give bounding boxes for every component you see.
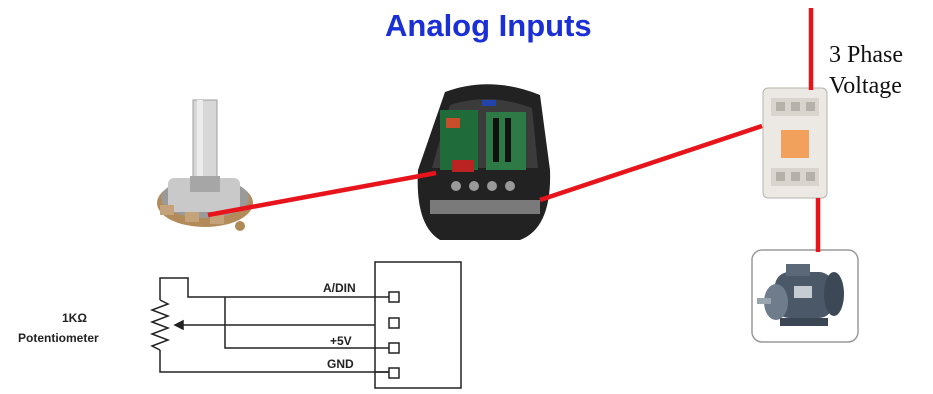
contactor-photo <box>762 87 828 199</box>
potentiometer-label: Potentiometer <box>18 331 99 345</box>
phase-label-line2: Voltage <box>829 73 902 99</box>
wiring-schematic <box>149 261 462 389</box>
phase-voltage-label: 3 Phase Voltage <box>829 40 903 102</box>
slide-title: Analog Inputs <box>385 8 592 43</box>
pin-label-adin: A/DIN <box>323 281 356 295</box>
motor-photo <box>751 249 859 343</box>
pin-label-5v: +5V <box>330 334 352 348</box>
phase-label-line1: 3 Phase <box>829 42 903 68</box>
controller-board-photo <box>417 84 551 241</box>
connection-wires <box>207 8 821 252</box>
pin-label-gnd: GND <box>327 357 354 371</box>
potentiometer-value: 1KΩ <box>62 311 87 325</box>
potentiometer-photo <box>157 99 253 231</box>
terminal-block <box>374 261 462 389</box>
